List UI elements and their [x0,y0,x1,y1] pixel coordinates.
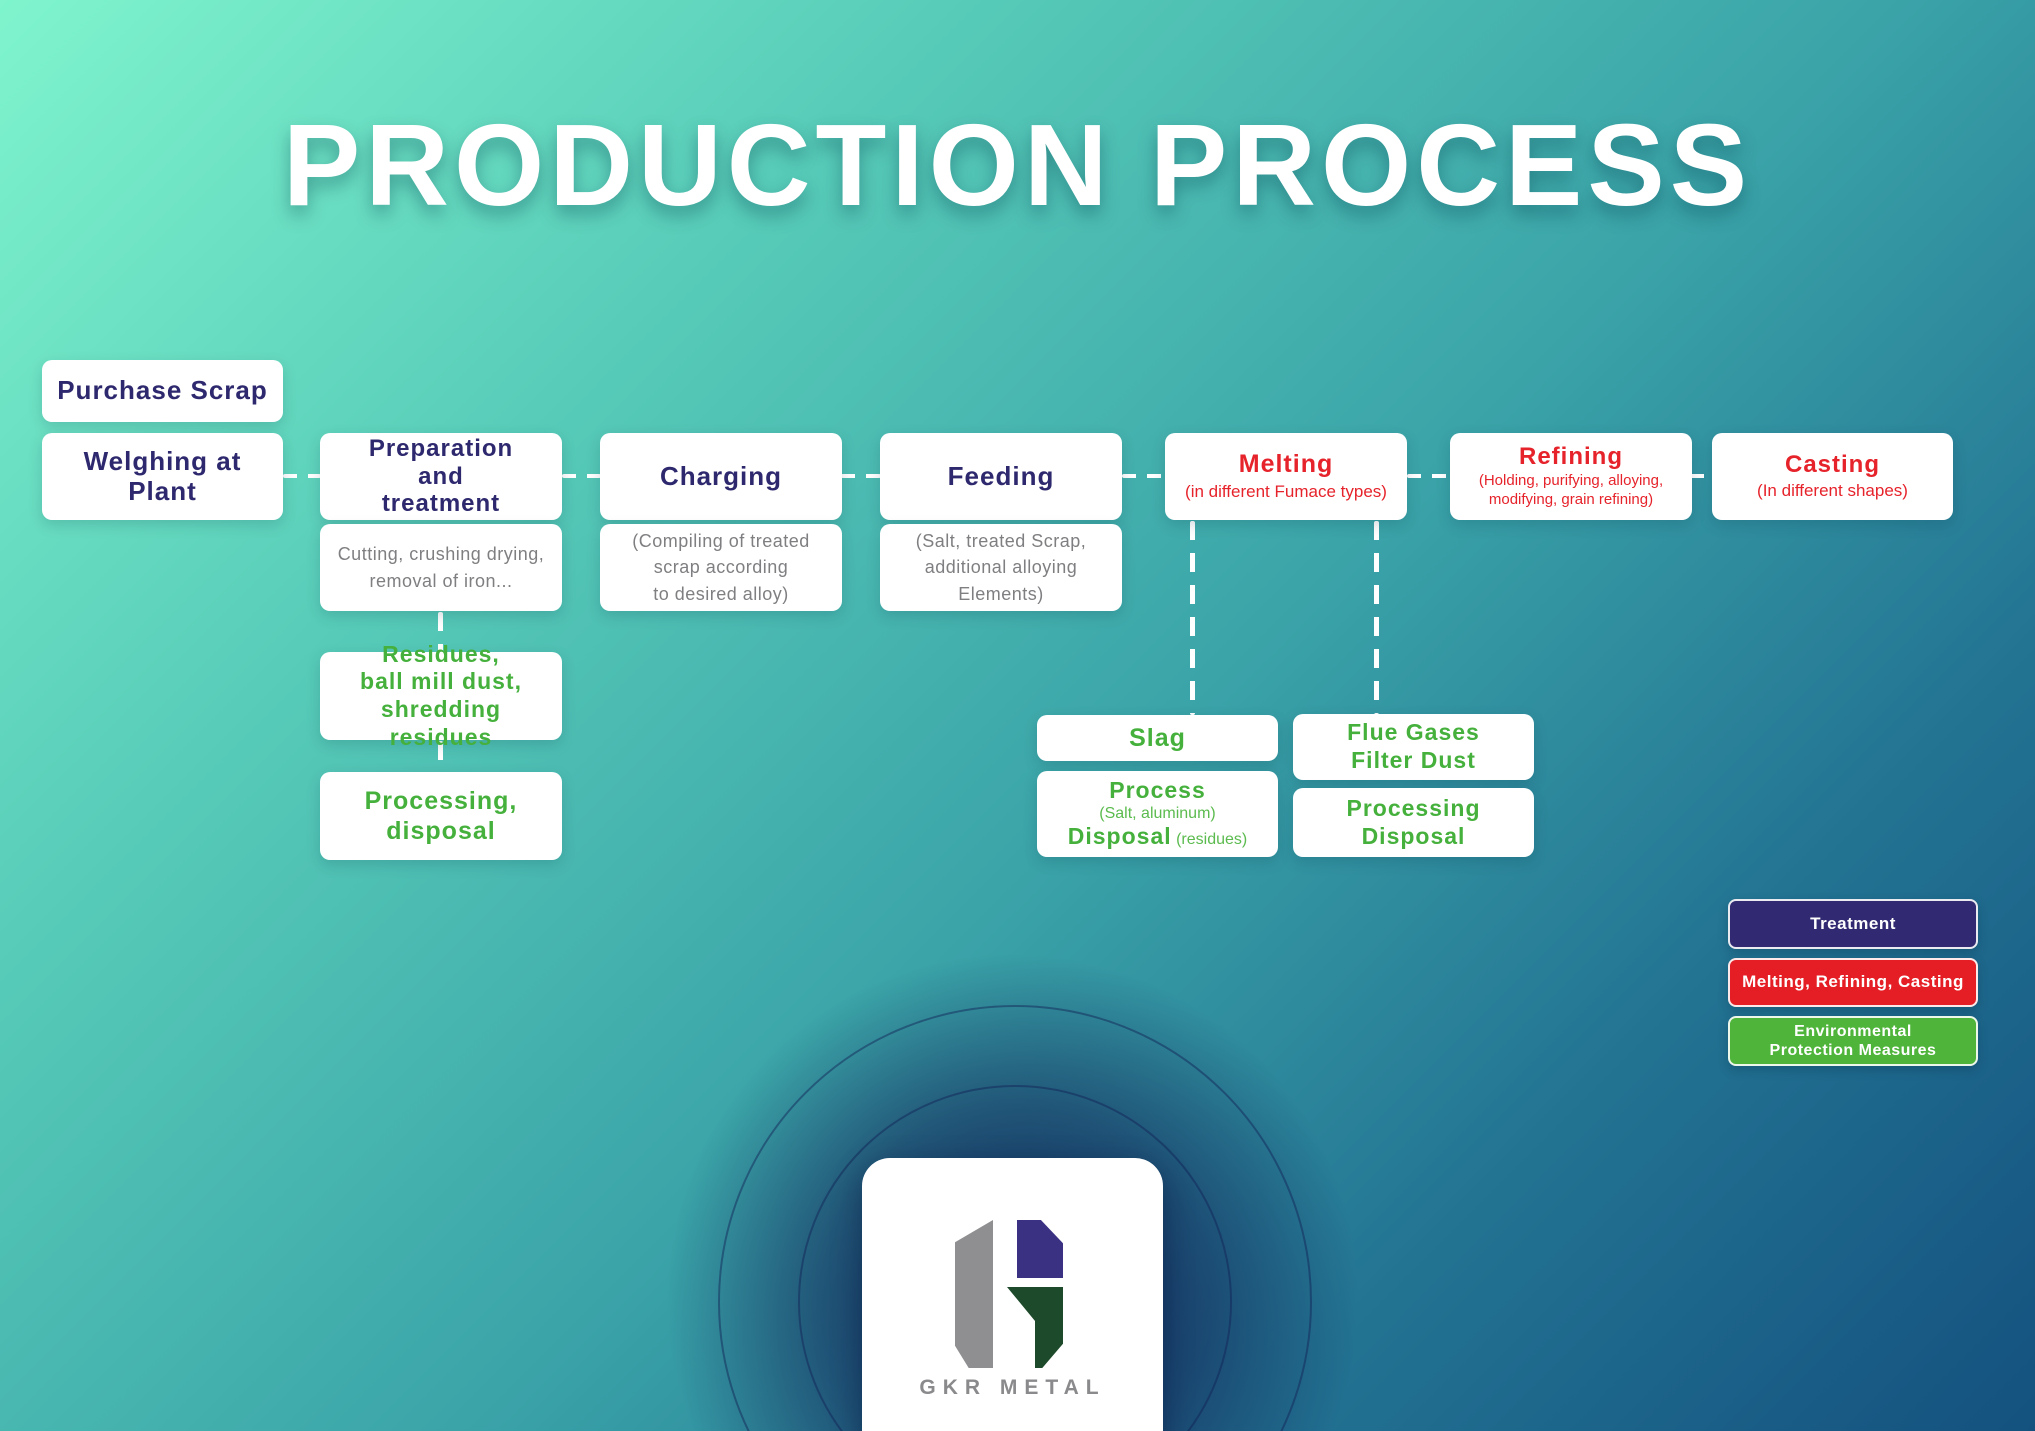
logo-gray-shape [955,1220,993,1368]
node-label: Casting [1784,450,1880,478]
node-charging: Charging [600,433,842,520]
page-title: PRODUCTION PROCESS [282,100,1753,230]
legend-melting-refining-casting: Melting, Refining, Casting [1728,958,1978,1007]
legend-environmental-protection: Environmental Protection Measures [1728,1016,1978,1066]
node-residues: Residues, ball mill dust, shredding resi… [320,641,562,750]
node-process-disposal: Process (Salt, aluminum) Disposal (resid… [1037,771,1278,857]
node-label: Processing Disposal [1346,794,1481,849]
node-detail-text: Cutting, crushing drying, removal of iro… [337,544,545,591]
node-melting: Melting (in different Fumace types) [1165,433,1407,520]
connector-weighing-preparation [283,474,321,478]
logo-green-shape [1007,1287,1063,1368]
node-label: Preparation and treatment [368,435,514,518]
node-note: (in different Fumace types) [1185,481,1387,501]
node-label: Slag [1129,724,1186,752]
logo-navy-shape [1017,1220,1063,1278]
node-note: (In different shapes) [1757,481,1908,501]
node-label: Purchase Scrap [57,375,268,406]
node-purchase-scrap: Purchase Scrap [42,360,283,422]
node-note: (Holding, purifying, alloying, modifying… [1478,471,1664,508]
node-label: Processing, disposal [364,787,518,845]
node-feeding-detail: (Salt, treated Scrap, additional alloyin… [880,524,1122,611]
legend-label: Treatment [1810,913,1896,933]
node-label: Flue Gases Filter Dust [1347,719,1480,773]
connector-preparation-residues [438,612,443,652]
connector-melting-fluegases [1374,521,1379,714]
legend-label: Environmental Protection Measures [1769,1022,1937,1059]
legend-treatment: Treatment [1728,899,1978,949]
connector-residues-processing [438,741,443,772]
node-weighing-at-plant: Welghing at Plant [42,433,283,520]
legend-label: Melting, Refining, Casting [1742,972,1964,992]
node-refining: Refining (Holding, purifying, alloying, … [1450,433,1692,520]
node-label: Residues, ball mill dust, shredding resi… [360,640,522,750]
node-note: (residues) [1176,831,1248,849]
node-feeding: Feeding [880,433,1122,520]
node-slag: Slag [1037,715,1278,761]
connector-feeding-melting [1122,474,1166,478]
gkr-metal-logo-icon: GKR METAL [862,1158,1163,1431]
node-detail-text: (Compiling of treated scrap according to… [632,531,810,604]
node-label-row: Disposal (residues) [1068,823,1247,851]
node-label: Melting [1238,450,1334,479]
node-charging-detail: (Compiling of treated scrap according to… [600,524,842,611]
node-detail-text: (Salt, treated Scrap, additional alloyin… [915,531,1087,604]
node-preparation-detail: Cutting, crushing drying, removal of iro… [320,524,562,611]
connector-preparation-charging [562,474,601,478]
node-label: Feeding [947,460,1055,491]
node-processing-disposal: Processing, disposal [320,772,562,860]
connector-melting-refining [1407,474,1451,478]
node-preparation-treatment: Preparation and treatment [320,433,562,520]
connector-charging-feeding [841,474,881,478]
node-note: (Salt, aluminum) [1099,804,1216,822]
company-logo-card: GKR METAL [862,1158,1163,1431]
node-label: Disposal [1067,823,1172,850]
node-casting: Casting (In different shapes) [1712,433,1953,520]
node-label: Process [1109,777,1206,804]
connector-refining-casting [1690,474,1714,478]
connector-melting-slag [1190,521,1195,715]
node-label: Refining [1519,442,1623,470]
node-label: Charging [659,460,783,491]
company-name: GKR METAL [919,1376,1106,1399]
node-flue-processing-disposal: Processing Disposal [1293,788,1534,857]
node-label: Welghing at Plant [83,445,242,506]
node-flue-gases: Flue Gases Filter Dust [1293,714,1534,780]
